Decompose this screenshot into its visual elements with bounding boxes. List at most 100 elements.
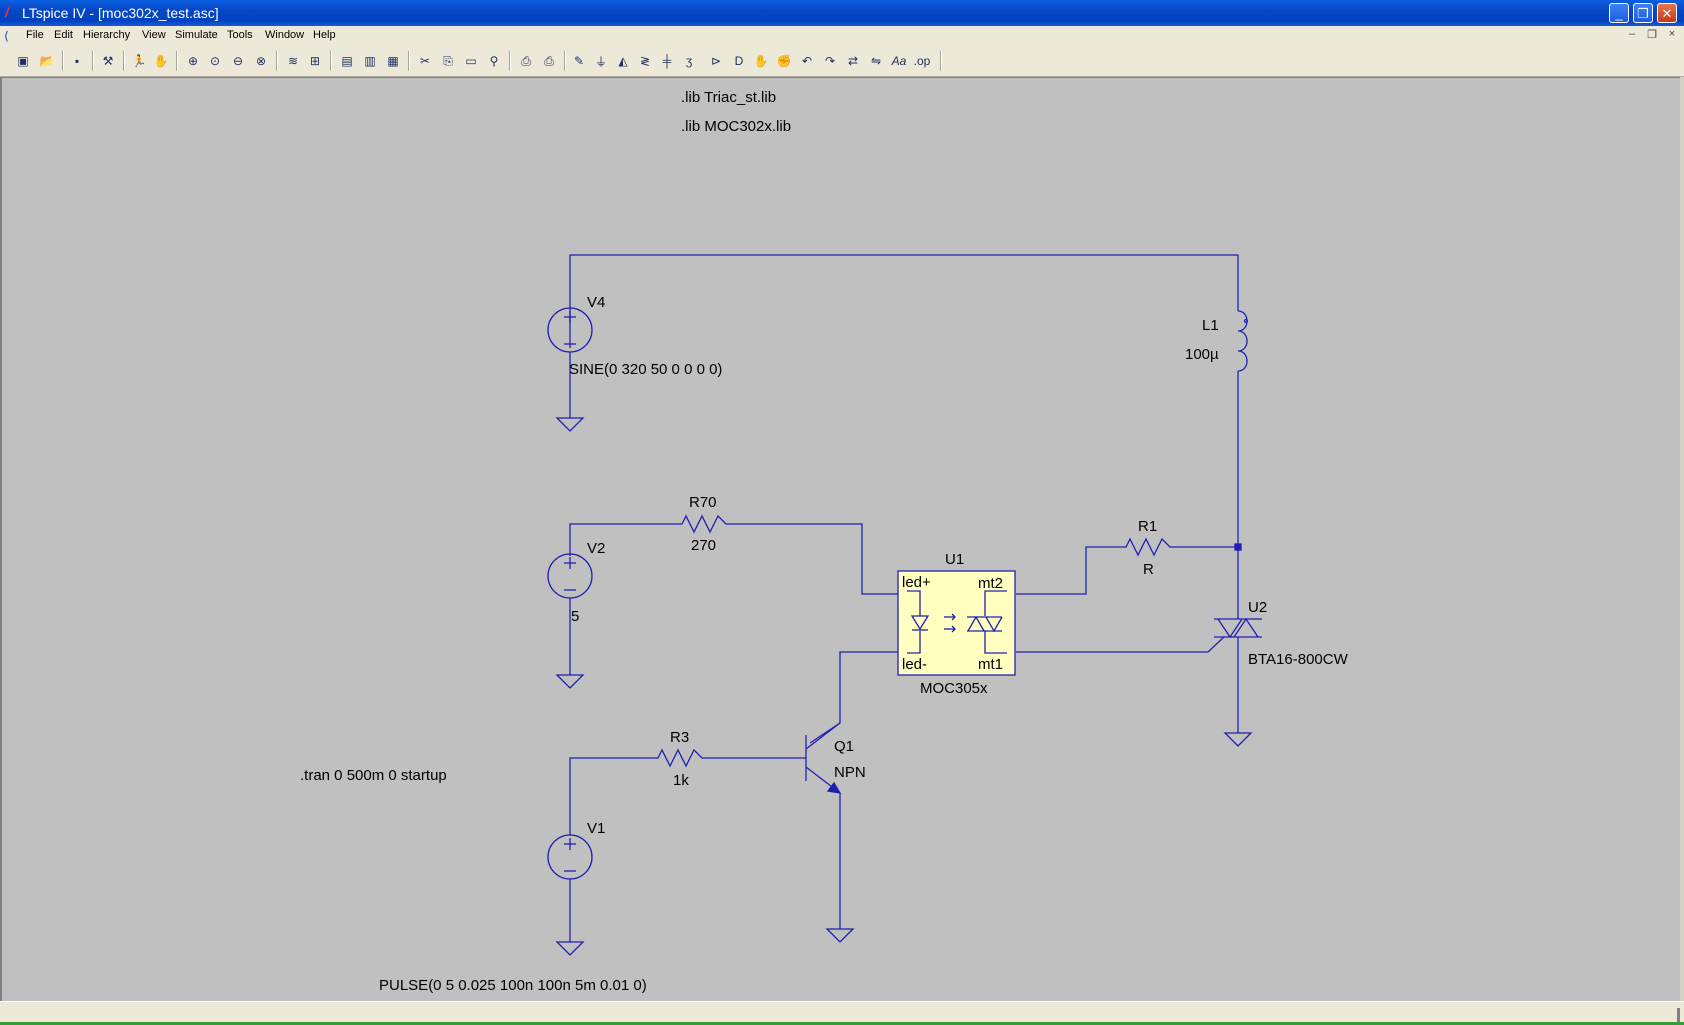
mirror-icon[interactable]: ⇋: [870, 54, 882, 68]
inductor-icon[interactable]: ʒ: [685, 54, 693, 68]
menu-view[interactable]: View: [142, 29, 166, 41]
menu-tools[interactable]: Tools: [227, 29, 253, 41]
wire-icon[interactable]: ✎: [573, 54, 585, 68]
wire: [569, 254, 1239, 348]
mdi-close-button[interactable]: ×: [1668, 28, 1676, 40]
r1-value[interactable]: R: [1143, 561, 1154, 578]
toolbar-separator: [330, 51, 332, 71]
optocoupler-u1: [897, 570, 1016, 676]
q1-value[interactable]: NPN: [834, 764, 866, 781]
status-bar: [0, 1001, 1684, 1025]
schematic-stroke: [907, 590, 921, 616]
resize-grip[interactable]: [1677, 1008, 1680, 1022]
spice-directive-icon[interactable]: .op: [913, 54, 931, 68]
tran-directive[interactable]: .tran 0 500m 0 startup: [300, 767, 447, 784]
label-icon[interactable]: ◭: [618, 54, 628, 68]
paste-icon[interactable]: ▭: [465, 54, 477, 68]
v4-name: V4: [587, 294, 605, 311]
r3-value[interactable]: 1k: [673, 772, 689, 789]
capacitor-icon[interactable]: ╪: [662, 54, 672, 68]
ground-symbol: [555, 417, 585, 432]
v4-value[interactable]: SINE(0 320 50 0 0 0 0): [569, 361, 722, 378]
ground-symbol: [555, 941, 585, 956]
resistor-icon[interactable]: ≷: [639, 54, 651, 68]
zoom-in-icon[interactable]: ⊕: [187, 54, 199, 68]
menu-file[interactable]: File: [26, 29, 44, 41]
cut-icon[interactable]: ✂: [419, 54, 431, 68]
schematic-stroke: [826, 781, 842, 794]
ltspice-icon[interactable]: /: [5, 5, 9, 20]
v2-value[interactable]: 5: [571, 608, 579, 625]
u1-pin-led-plus: led+: [902, 574, 931, 591]
lib-directive-moc[interactable]: .lib MOC302x.lib: [681, 118, 791, 135]
window-title: LTspice IV - [moc302x_test.asc]: [22, 5, 219, 21]
u1-value[interactable]: MOC305x: [920, 680, 988, 697]
mdi-minimize-button[interactable]: –: [1628, 28, 1636, 40]
resistor-r70: [569, 514, 898, 595]
halt-icon[interactable]: ✋: [153, 54, 169, 68]
wire: [1016, 636, 1225, 653]
resistor-r3: [569, 748, 806, 835]
close-button[interactable]: ✕: [1657, 3, 1677, 23]
schematic-stroke: [1233, 617, 1259, 638]
menu-window[interactable]: Window: [265, 29, 305, 41]
toolbar-separator: [276, 51, 278, 71]
v1-name: V1: [587, 820, 605, 837]
u1-pin-mt2: mt2: [978, 575, 1003, 592]
r70-value[interactable]: 270: [691, 537, 716, 554]
schematic-stroke: [1243, 318, 1249, 324]
lib-directive-triac[interactable]: .lib Triac_st.lib: [681, 89, 776, 106]
vertical-icon[interactable]: ▦: [387, 54, 399, 68]
menu-help[interactable]: Help: [313, 29, 336, 41]
find-icon[interactable]: ⚲: [489, 54, 499, 68]
minimize-icon: _: [1615, 6, 1623, 21]
control-panel-icon[interactable]: ⚒: [102, 54, 114, 68]
print-setup-icon[interactable]: ⎙: [521, 53, 531, 68]
l1-value[interactable]: 100µ: [1185, 346, 1219, 363]
drag-icon[interactable]: ✊: [776, 54, 792, 68]
toolbar-separator: [408, 51, 410, 71]
open-icon[interactable]: 📂: [39, 54, 55, 68]
mdi-restore-button[interactable]: ❐: [1647, 29, 1657, 41]
run-icon[interactable]: 🏃: [131, 54, 147, 68]
q1-name: Q1: [834, 738, 854, 755]
zoom-out-icon[interactable]: ⊖: [232, 54, 244, 68]
rotate-icon[interactable]: ⇄: [847, 54, 859, 68]
schematic-stroke: [951, 625, 956, 633]
u2-value[interactable]: BTA16-800CW: [1248, 651, 1349, 668]
text-icon[interactable]: Aa: [891, 54, 907, 68]
schematic-stroke: [967, 615, 985, 632]
move-icon[interactable]: ✋: [753, 54, 769, 68]
save-icon[interactable]: ▪: [74, 54, 80, 68]
diode-icon[interactable]: ⊳: [710, 54, 722, 68]
toolbar-separator: [509, 51, 511, 71]
r3-name: R3: [670, 729, 689, 746]
tile-icon[interactable]: ⊞: [309, 54, 321, 68]
u1-pin-led-minus: led-: [902, 656, 927, 673]
redo-icon[interactable]: ↷: [824, 54, 836, 68]
zoom-fit-icon[interactable]: ⊗: [255, 54, 267, 68]
document-icon[interactable]: ⟨: [4, 29, 9, 43]
component-icon[interactable]: D: [734, 54, 744, 68]
undo-icon[interactable]: ↶: [801, 54, 813, 68]
maximize-button[interactable]: ❐: [1633, 3, 1653, 23]
schematic-stroke: [951, 613, 956, 621]
copy-icon[interactable]: ⎘: [443, 53, 453, 68]
menu-hierarchy[interactable]: Hierarchy: [83, 29, 131, 41]
menu-simulate[interactable]: Simulate: [175, 29, 218, 41]
new-schematic-icon[interactable]: ▣: [17, 54, 29, 68]
v1-value[interactable]: PULSE(0 5 0.025 100n 100n 5m 0.01 0): [379, 977, 647, 994]
schematic-canvas[interactable]: .lib Triac_st.lib .lib MOC302x.lib .tran…: [0, 77, 1680, 1001]
print-icon[interactable]: ⎙: [544, 53, 554, 68]
ground-icon[interactable]: ⏚: [594, 54, 607, 69]
autorange-icon[interactable]: ≋: [287, 54, 299, 68]
schematic-drawing: .lib Triac_st.lib .lib MOC302x.lib .tran…: [300, 89, 1349, 994]
r70-name: R70: [689, 494, 717, 511]
zoom-area-icon[interactable]: ⊙: [209, 54, 221, 68]
close-icon: ✕: [1661, 6, 1673, 21]
minimize-button[interactable]: _: [1609, 3, 1629, 23]
menu-edit[interactable]: Edit: [54, 29, 73, 41]
u1-pin-mt1: mt1: [978, 656, 1003, 673]
cascade-icon[interactable]: ▤: [341, 54, 353, 68]
horizontal-icon[interactable]: ▥: [364, 54, 376, 68]
